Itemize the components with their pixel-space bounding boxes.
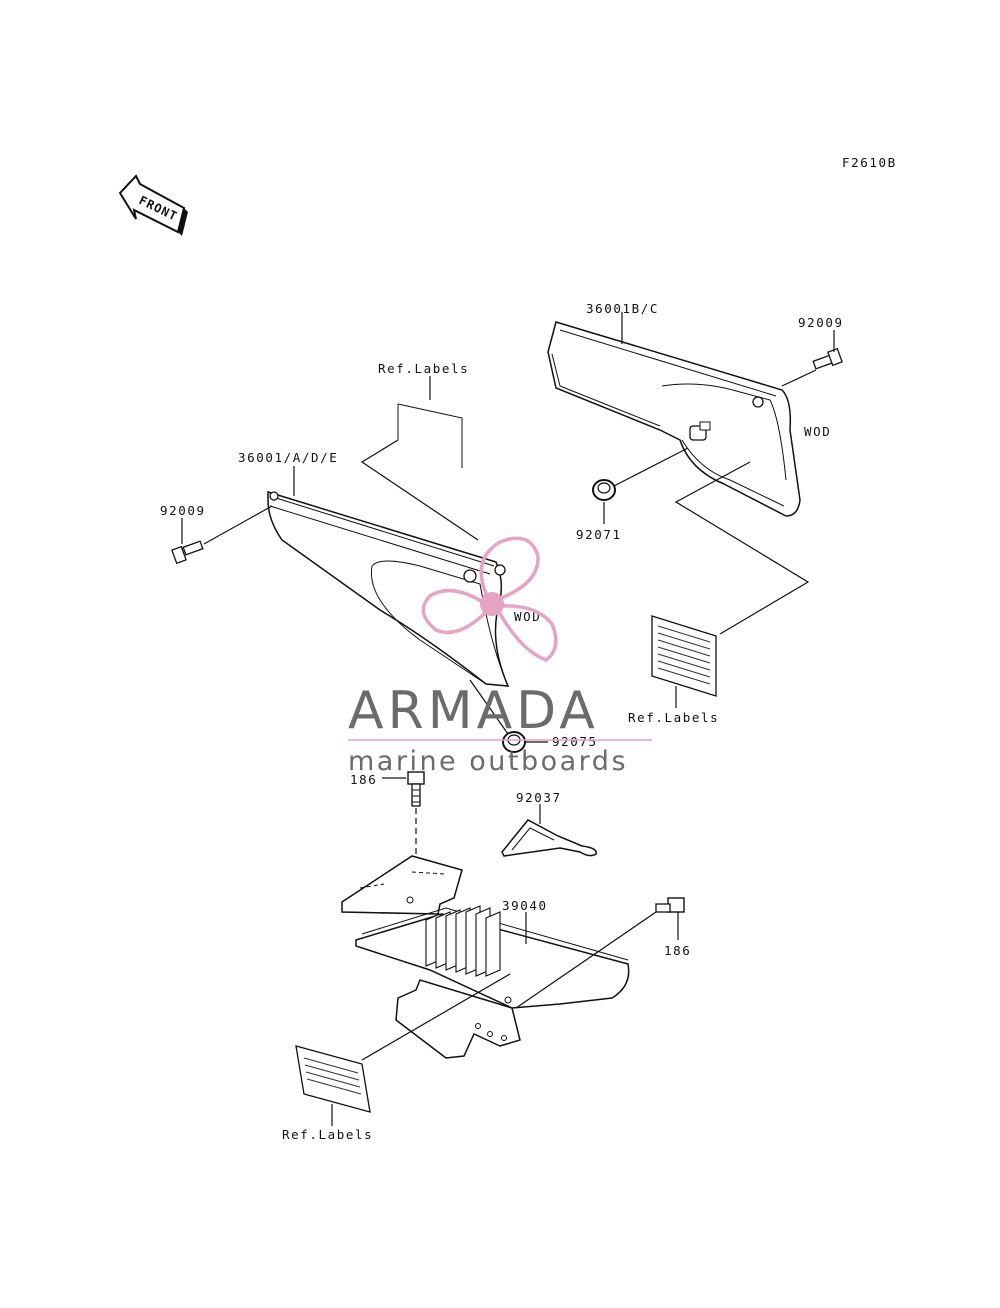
label-ref-labels-bottom: Ref.Labels — [282, 1127, 373, 1142]
bolt-icon — [407, 771, 425, 807]
label-right-cover: 36001B/C — [586, 301, 659, 316]
label-left-cover: 36001/A/D/E — [238, 450, 338, 465]
label-clamp: 92037 — [516, 790, 562, 805]
right-side-cover — [547, 321, 801, 517]
label-grommet-right: 92071 — [576, 527, 622, 542]
label-wod-right: WOD — [804, 424, 831, 439]
label-bolt-upper-right: 92009 — [798, 315, 844, 330]
bolt-icon — [171, 540, 204, 565]
armada-watermark: ARMADA marine outboards — [348, 536, 652, 777]
grommet-icon — [592, 479, 616, 501]
watermark-tagline: marine outboards — [348, 746, 628, 777]
label-bolt-186-top: 186 — [350, 772, 377, 787]
grommet-icon — [502, 731, 526, 753]
label-guard: 39040 — [502, 898, 548, 913]
label-sticker-icon — [397, 403, 463, 468]
chain-guard — [341, 855, 630, 1059]
bolt-icon — [655, 897, 685, 913]
figure-code: F2610B — [842, 155, 897, 170]
label-wod-left: WOD — [514, 609, 541, 624]
label-grommet-lower: 92075 — [552, 734, 598, 749]
left-side-cover — [267, 490, 510, 687]
bolt-icon — [812, 347, 843, 370]
clamp-icon — [501, 819, 597, 857]
label-ref-labels-top: Ref.Labels — [378, 361, 469, 376]
label-sticker-icon — [295, 1045, 371, 1113]
label-bolt-186-right: 186 — [664, 943, 691, 958]
label-bolt-left: 92009 — [160, 503, 206, 518]
watermark-brand: ARMADA — [348, 681, 599, 741]
label-sticker-icon — [651, 615, 717, 697]
front-arrow-icon: FRONT — [118, 174, 188, 236]
propeller-logo-icon — [421, 536, 558, 662]
label-ref-labels-right: Ref.Labels — [628, 710, 719, 725]
